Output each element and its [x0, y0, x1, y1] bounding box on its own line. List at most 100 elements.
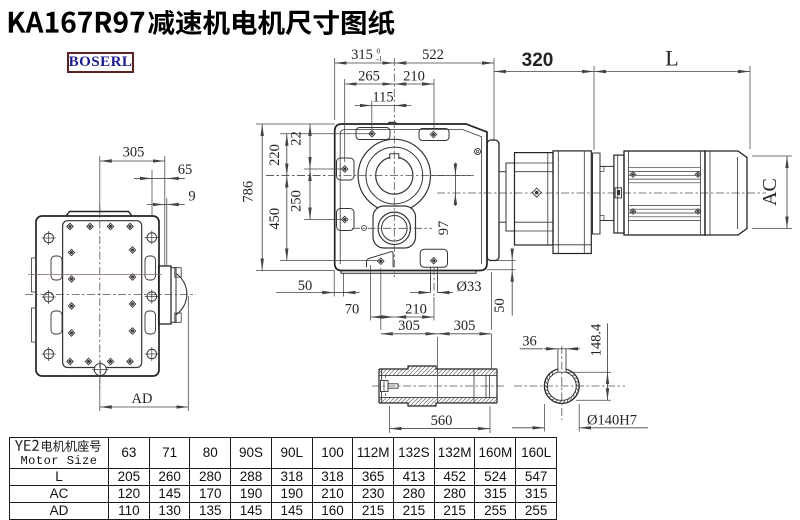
row-label: AD [9, 502, 109, 520]
table-cell: 288 [230, 468, 272, 486]
table-cell: 280 [433, 485, 476, 503]
dim-front-210b: 210 [405, 302, 427, 318]
table-cell: 524 [474, 468, 517, 486]
dim-motor-320: 320 [522, 50, 554, 71]
table-cell: 318 [311, 468, 354, 486]
dim-rear-rim: 9 [188, 189, 195, 205]
table-cell: 135 [189, 502, 232, 520]
dim-front-450: 450 [267, 208, 283, 230]
size-col-header: 90L [270, 437, 313, 469]
table-cell: 315 [515, 485, 557, 503]
size-col-header: 63 [108, 437, 150, 469]
dim-rear-base-width: AD [132, 391, 153, 407]
motor-view: 320 L AC [486, 46, 792, 262]
table-cell: 215 [393, 502, 435, 520]
table-cell: 255 [515, 502, 557, 520]
size-col-header: 100 [311, 437, 354, 469]
dim-end-bore: Ø140H7 [587, 413, 637, 429]
dim-end-1484: 148.4 [589, 323, 605, 356]
dim-front-220: 220 [267, 144, 283, 166]
motor-size-table: YE2电机机座号Motor Size63718090S90L100112M132… [9, 437, 557, 520]
table-cell: 145 [230, 502, 272, 520]
rear-view: 305 65 9 AD [25, 145, 196, 411]
rear-cover-plate [61, 220, 143, 369]
rear-housing-outline [35, 215, 160, 377]
row-label: L [9, 468, 109, 486]
table-cell: 190 [270, 485, 313, 503]
size-col-header: 112M [352, 437, 395, 469]
table-cell: 230 [352, 485, 395, 503]
adapter-drum [552, 150, 592, 255]
table-cell: 280 [393, 485, 435, 503]
table-cell: 215 [352, 502, 395, 520]
brand-logo-text: BOSERL [68, 54, 133, 70]
dim-front-70: 70 [345, 302, 360, 318]
table-cell: 170 [189, 485, 232, 503]
size-col-header: 71 [148, 437, 191, 469]
dim-front-265: 265 [358, 69, 380, 85]
dim-front-half-width: 315 [351, 47, 373, 63]
table-cell: 190 [230, 485, 272, 503]
dim-front-97: 97 [436, 221, 452, 236]
shaft-view: 560 305 305 [372, 268, 505, 433]
dim-front-22: 22 [289, 131, 305, 146]
shaft-end-view: 36 148.4 Ø140H7 [512, 323, 648, 432]
dim-front-tol-lower: -1 [377, 55, 383, 63]
motor-size-header-cell: YE2电机机座号Motor Size [9, 437, 109, 469]
row-label: AC [9, 485, 109, 503]
table-cell: 215 [433, 502, 476, 520]
table-cell: 255 [474, 502, 517, 520]
motor-rear-cap [704, 150, 748, 236]
brand-logo: BOSERL [67, 52, 134, 73]
page-title-glyphs [8, 9, 395, 36]
table-cell: 205 [108, 468, 150, 486]
front-view: 315 0 -1 522 265 210 115 786 220 450 22 … [241, 47, 766, 321]
dim-front-total: 522 [422, 47, 444, 63]
table-cell: 145 [148, 485, 191, 503]
size-col-header: 160L [515, 437, 557, 469]
dim-motor-L: L [665, 46, 678, 71]
table-cell: 452 [433, 468, 476, 486]
motor-size-header-cn: YE2电机机座号 [10, 439, 108, 455]
table-cell: 413 [393, 468, 435, 486]
table-cell: 210 [311, 485, 354, 503]
table-cell: 120 [108, 485, 150, 503]
size-col-header: 132S [393, 437, 435, 469]
motor-size-header-cn-glyphs [15, 439, 101, 452]
table-cell: 315 [474, 485, 517, 503]
table-cell: 318 [270, 468, 313, 486]
dim-front-115: 115 [372, 90, 393, 106]
size-col-header: 160M [474, 437, 517, 469]
front-housing-outline [333, 123, 488, 272]
table-cell: 130 [148, 502, 191, 520]
size-col-header: 80 [189, 437, 232, 469]
dim-front-height: 786 [241, 181, 257, 203]
table-cell: 280 [189, 468, 232, 486]
motor-size-header-en: Motor Size [20, 453, 98, 468]
dim-motor-AC: AC [759, 178, 781, 206]
table-cell: 145 [270, 502, 313, 520]
dim-shaft-305a: 305 [398, 318, 420, 334]
dim-front-250: 250 [289, 190, 305, 212]
dim-front-hole: Ø33 [457, 279, 482, 295]
dim-shaft-305b: 305 [454, 318, 476, 334]
table-cell: 160 [311, 502, 354, 520]
dim-front-tol-upper: 0 [377, 48, 381, 56]
table-cell: 260 [148, 468, 191, 486]
table-cell: 547 [515, 468, 557, 486]
dim-front-50r: 50 [492, 298, 508, 313]
size-col-header: 132M [433, 437, 476, 469]
dim-rear-flange-offset: 65 [178, 162, 193, 178]
page-title: KA167R97减速机电机尺寸图纸 [0, 0, 420, 50]
dim-rear-width: 305 [123, 145, 145, 161]
dim-shaft-560: 560 [431, 413, 453, 429]
dim-front-210: 210 [403, 69, 425, 85]
table-cell: 365 [352, 468, 395, 486]
table-header-row: YE2电机机座号Motor Size63718090S90L100112M132… [9, 437, 557, 469]
dim-front-50l: 50 [298, 278, 313, 294]
